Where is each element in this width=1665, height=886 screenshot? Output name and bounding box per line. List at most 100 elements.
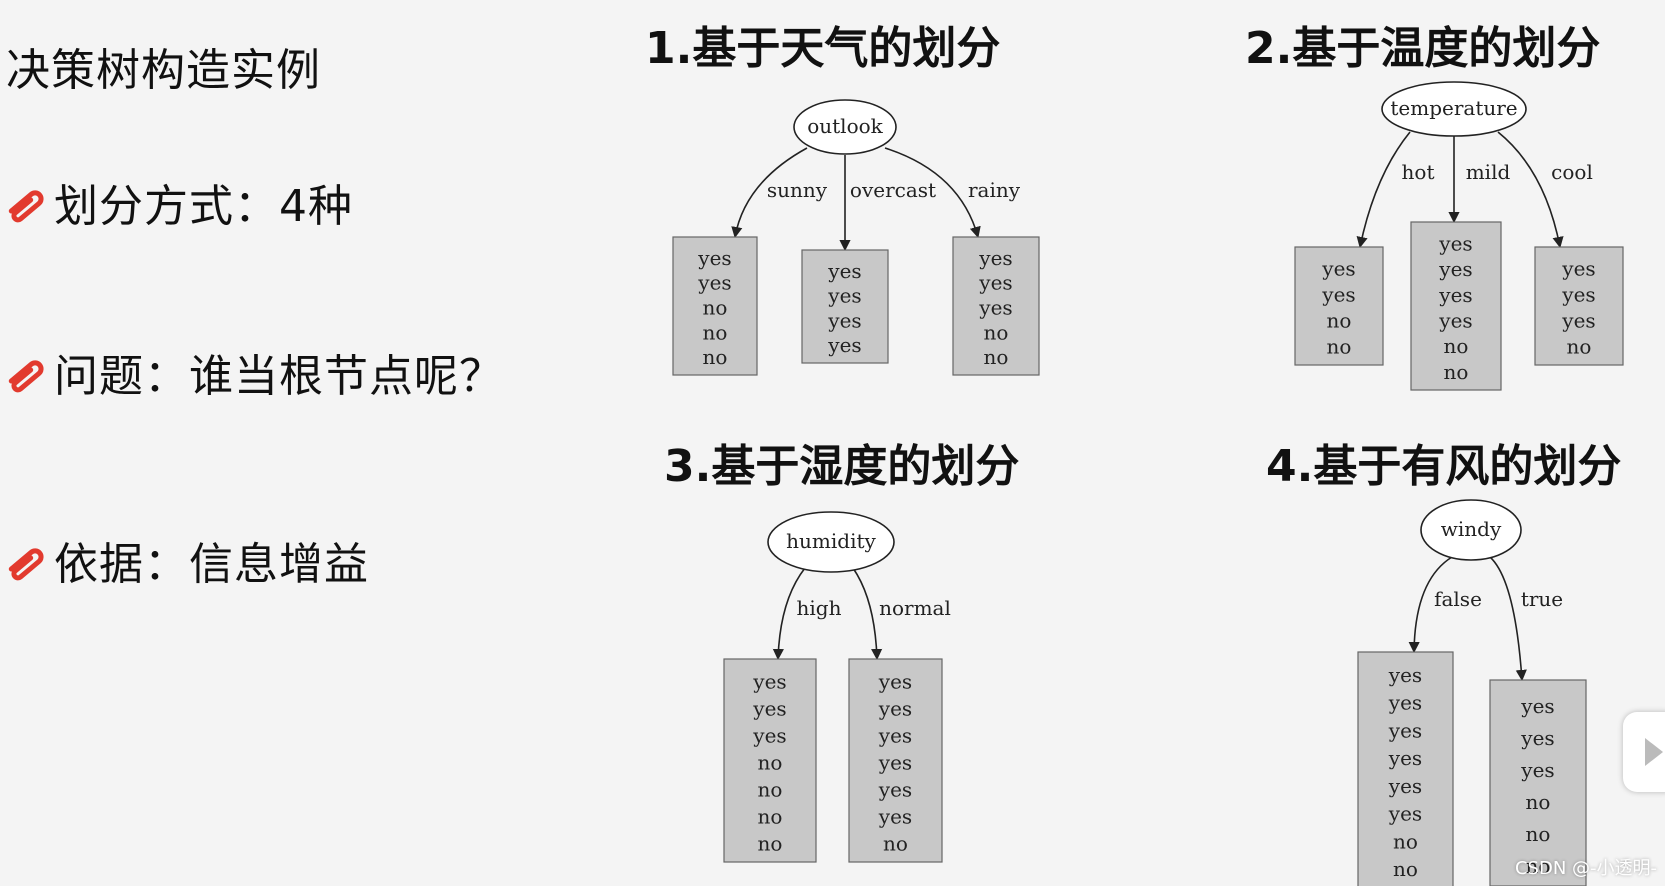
leaf-box	[1357, 651, 1454, 886]
bullet-split-methods: 划分方式：4种	[0, 172, 353, 232]
branch-label-overcast: overcast	[850, 178, 936, 202]
branch-edge	[772, 567, 806, 661]
leaf-item: yes	[1561, 257, 1595, 281]
paperclip-icon	[8, 548, 44, 581]
leaf-item: no	[703, 345, 728, 369]
leaf-item: no	[758, 831, 783, 855]
paperclip-icon	[8, 360, 44, 393]
branch-edge	[884, 147, 981, 239]
leaf-box	[1410, 221, 1502, 391]
tree-title-humidity: 3.基于湿度的划分	[664, 441, 1020, 492]
leaf-box	[801, 249, 889, 364]
leaf-item: yes	[1388, 663, 1422, 687]
branch-label-hot: hot	[1402, 160, 1435, 184]
tree-humidity: highyesyesyesnononononormalyesyesyesyesy…	[723, 511, 951, 863]
bullet-text: 划分方式：4种	[54, 181, 353, 232]
leaf-item: yes	[1438, 257, 1472, 281]
branch-label-mild: mild	[1466, 160, 1511, 184]
leaf-item: yes	[697, 246, 731, 270]
leaf-item: yes	[752, 669, 786, 693]
leaf-item: no	[1526, 822, 1551, 846]
root-node	[1381, 81, 1527, 137]
leaf-item: yes	[827, 284, 861, 308]
leaf-item: yes	[752, 723, 786, 747]
leaf-item: no	[1327, 309, 1352, 333]
leaf-box	[672, 236, 758, 376]
leaf-item: yes	[697, 271, 731, 295]
branch-edge	[1497, 131, 1564, 249]
slide-title: 决策树构造实例	[6, 45, 321, 96]
branch-edge	[1408, 556, 1453, 654]
tree-title-outlook: 1.基于天气的划分	[645, 23, 1001, 74]
tree-title-temperature: 2.基于温度的划分	[1245, 23, 1601, 74]
leaf-item: no	[1444, 334, 1469, 358]
root-node	[767, 511, 895, 573]
leaf-item: no	[1393, 829, 1418, 853]
leaf-item: yes	[1388, 802, 1422, 826]
leaf-item: no	[703, 295, 728, 319]
leaf-item: yes	[1388, 746, 1422, 770]
leaf-item: no	[758, 777, 783, 801]
branch-label-true: true	[1521, 587, 1563, 611]
leaf-item: yes	[1561, 283, 1595, 307]
root-node-label: outlook	[807, 114, 883, 138]
root-node	[793, 99, 897, 155]
watermark: CSDN @-小透明-	[1514, 858, 1657, 879]
leaf-item: no	[883, 831, 908, 855]
branch-edge	[852, 567, 883, 661]
leaf-item: yes	[978, 295, 1012, 319]
leaf-box	[1294, 246, 1384, 366]
bullet-text: 问题：谁当根节点呢？	[54, 351, 504, 402]
leaf-item: yes	[752, 696, 786, 720]
bullet-text: 依据：信息增益	[54, 539, 369, 590]
branch-label-rainy: rainy	[968, 178, 1021, 202]
leaf-box	[1534, 246, 1624, 366]
root-node-label: windy	[1441, 517, 1502, 541]
leaf-item: no	[1327, 335, 1352, 359]
branch-label-sunny: sunny	[767, 178, 828, 202]
leaf-item: yes	[1520, 726, 1554, 750]
root-node	[1420, 499, 1522, 561]
leaf-item: yes	[978, 246, 1012, 270]
leaf-box	[952, 236, 1040, 376]
leaf-item: no	[1526, 854, 1551, 878]
branch-edge	[1356, 131, 1411, 249]
leaf-item: yes	[827, 308, 861, 332]
leaf-box	[848, 658, 943, 863]
leaf-item: yes	[1520, 758, 1554, 782]
tree-outlook: sunnyyesyesnononoovercastyesyesyesyesrai…	[672, 99, 1040, 376]
leaf-item: yes	[978, 271, 1012, 295]
paperclip-icon	[8, 190, 44, 223]
bullet-question: 问题：谁当根节点呢？	[0, 342, 504, 402]
leaf-item: yes	[1321, 257, 1355, 281]
root-node-label: humidity	[786, 529, 876, 553]
leaf-item: no	[1567, 335, 1592, 359]
leaf-item: no	[758, 804, 783, 828]
play-icon[interactable]	[1623, 712, 1665, 792]
root-node-label: temperature	[1390, 96, 1517, 120]
leaf-item: yes	[1388, 774, 1422, 798]
leaf-item: no	[703, 320, 728, 344]
leaf-item: no	[984, 320, 1009, 344]
leaf-box	[1489, 679, 1587, 886]
leaf-item: yes	[1388, 718, 1422, 742]
branch-label-normal: normal	[879, 596, 951, 620]
leaf-item: yes	[1438, 308, 1472, 332]
leaf-item: yes	[1561, 309, 1595, 333]
leaf-item: no	[1526, 790, 1551, 814]
leaf-item: no	[1444, 360, 1469, 384]
leaf-item: yes	[827, 333, 861, 357]
leaf-item: yes	[1321, 283, 1355, 307]
branch-edge	[731, 147, 808, 239]
leaf-box	[723, 658, 817, 863]
leaf-item: yes	[1388, 691, 1422, 715]
leaf-item: yes	[878, 750, 912, 774]
branch-label-false: false	[1434, 587, 1482, 611]
bullet-basis: 依据：信息增益	[0, 530, 369, 590]
leaf-item: yes	[827, 259, 861, 283]
branch-label-high: high	[797, 596, 842, 620]
tree-windy: falseyesyesyesyesyesyesnonotrueyesyesyes…	[1357, 499, 1587, 886]
leaf-item: yes	[878, 723, 912, 747]
leaf-item: yes	[1438, 231, 1472, 255]
